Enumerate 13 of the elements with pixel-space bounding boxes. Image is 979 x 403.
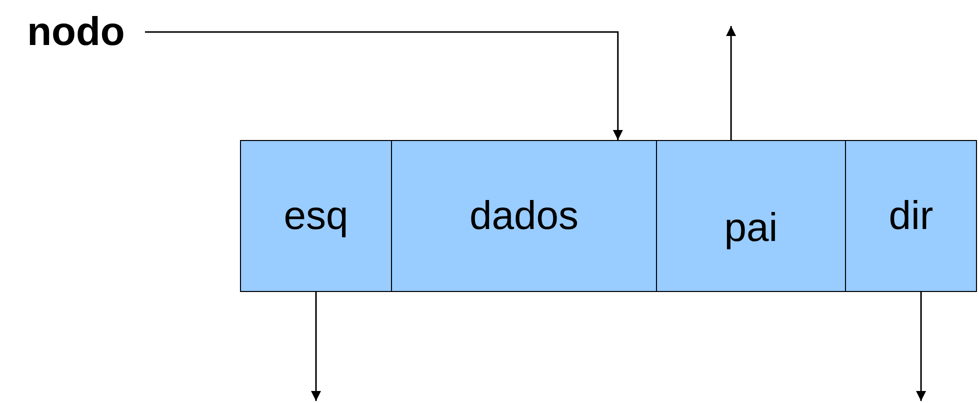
field-label: dir bbox=[888, 196, 934, 236]
pointer-arrow bbox=[916, 292, 926, 401]
pointer-arrow bbox=[311, 292, 321, 401]
record-field bbox=[391, 140, 657, 292]
field-label: dados bbox=[470, 196, 578, 236]
pointer-arrow bbox=[726, 26, 736, 140]
field-label: esq bbox=[284, 196, 348, 236]
record-field bbox=[656, 140, 846, 292]
arrow bbox=[145, 31, 623, 140]
field-label: pai bbox=[724, 208, 778, 248]
record-field bbox=[240, 140, 392, 292]
pointer-label: nodo bbox=[27, 12, 125, 52]
record-field bbox=[845, 140, 977, 292]
